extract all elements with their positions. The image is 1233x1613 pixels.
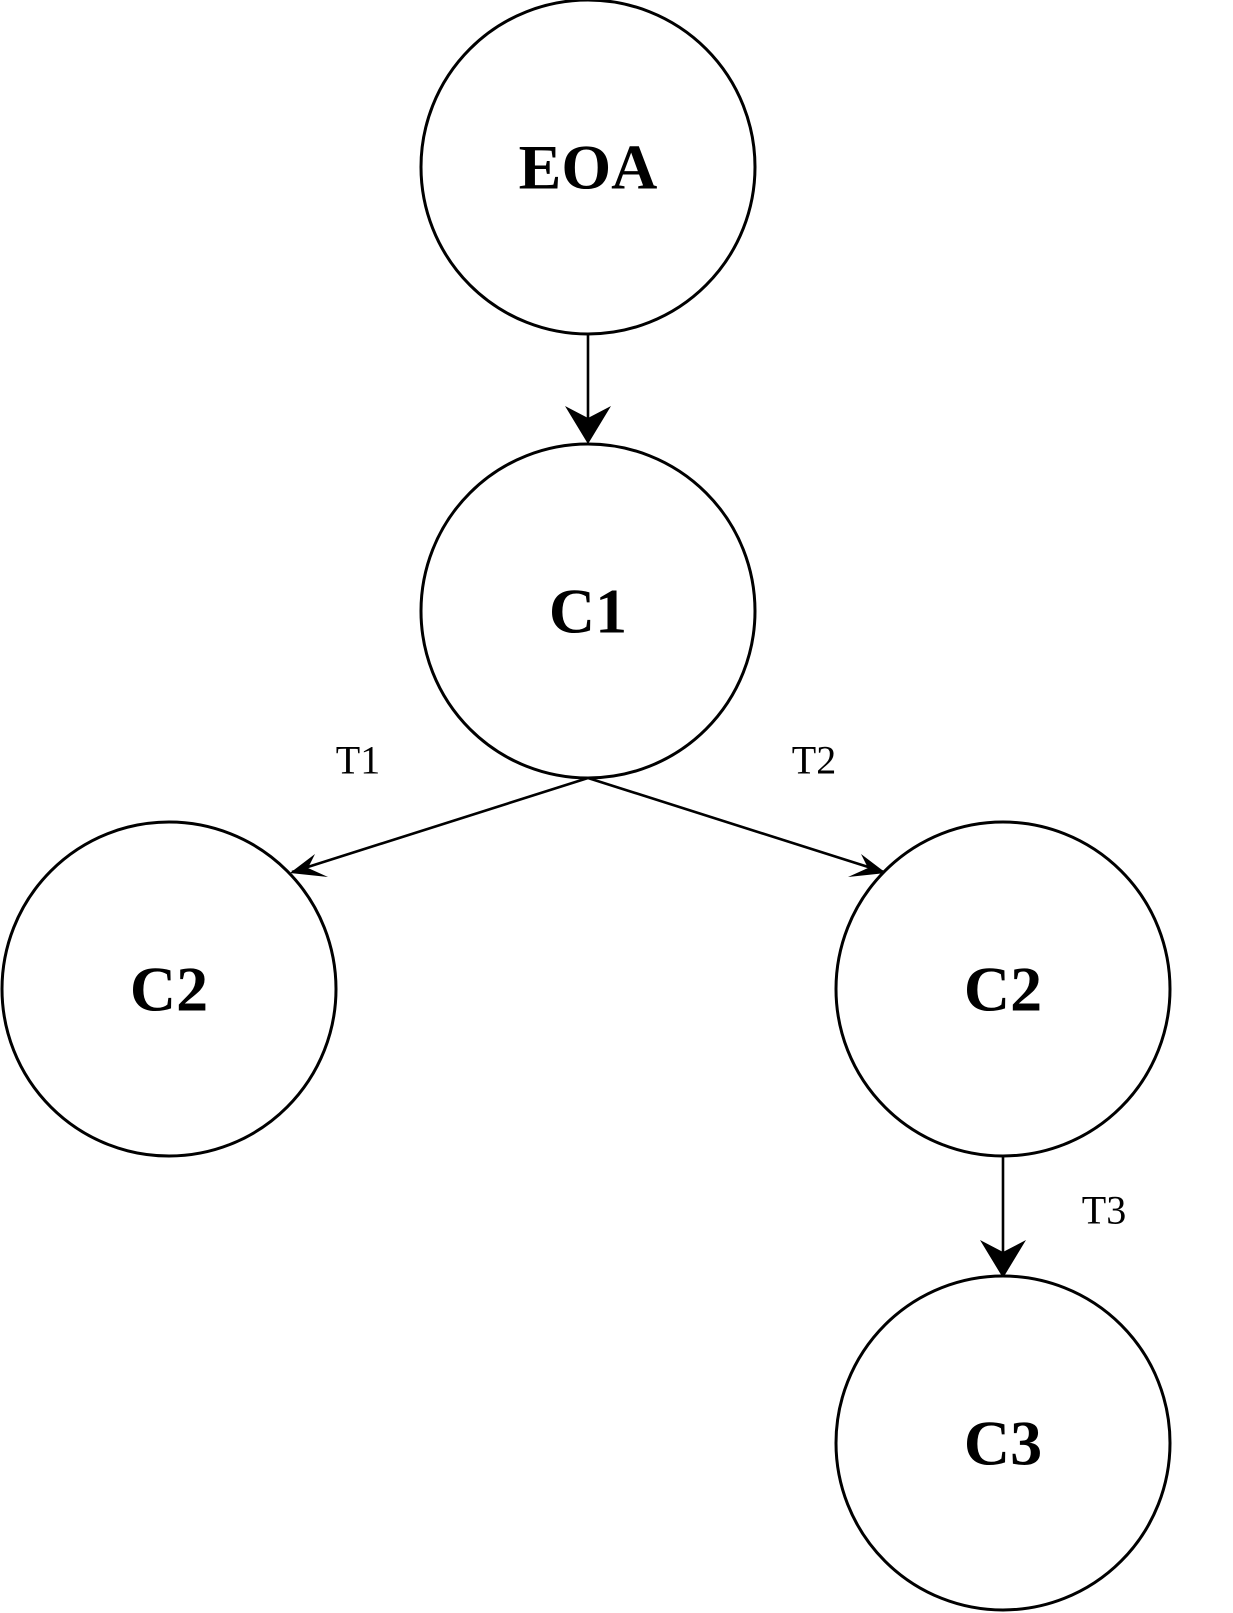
node-c1-circle <box>419 442 757 780</box>
arrowhead-c1-to-c2-right <box>848 854 886 877</box>
node-c3-label: C3 <box>964 1408 1042 1479</box>
arrowhead-c2-right-to-c3 <box>980 1240 1026 1278</box>
node-eoa-label: EOA <box>519 132 658 203</box>
edges-group <box>290 334 1026 1278</box>
node-eoa: EOA <box>419 0 757 336</box>
node-c2-left-circle <box>0 820 338 1158</box>
node-c2-right: C2 <box>834 820 1172 1158</box>
edge-label-t3: T3 <box>1082 1188 1126 1233</box>
node-c2-left: C2 <box>0 820 338 1158</box>
edge-c1-to-c2-left <box>291 776 589 874</box>
edge-label-t1: T1 <box>336 738 380 783</box>
edge-c1-to-c2-right <box>587 776 885 874</box>
arrowhead-c1-to-c2-left <box>290 854 328 877</box>
node-eoa-circle <box>419 0 757 336</box>
node-c2-right-circle <box>834 820 1172 1158</box>
node-c1-label: C1 <box>549 576 627 647</box>
edge-label-t2: T2 <box>792 738 836 783</box>
node-c1: C1 <box>419 442 757 780</box>
node-c3: C3 <box>834 1274 1172 1612</box>
edge-labels-group: T1 T2 T3 <box>336 738 1126 1233</box>
node-c2-left-label: C2 <box>130 954 208 1025</box>
arrowhead-eoa-to-c1 <box>565 406 611 444</box>
node-c2-right-label: C2 <box>964 954 1042 1025</box>
node-c3-circle <box>834 1274 1172 1612</box>
